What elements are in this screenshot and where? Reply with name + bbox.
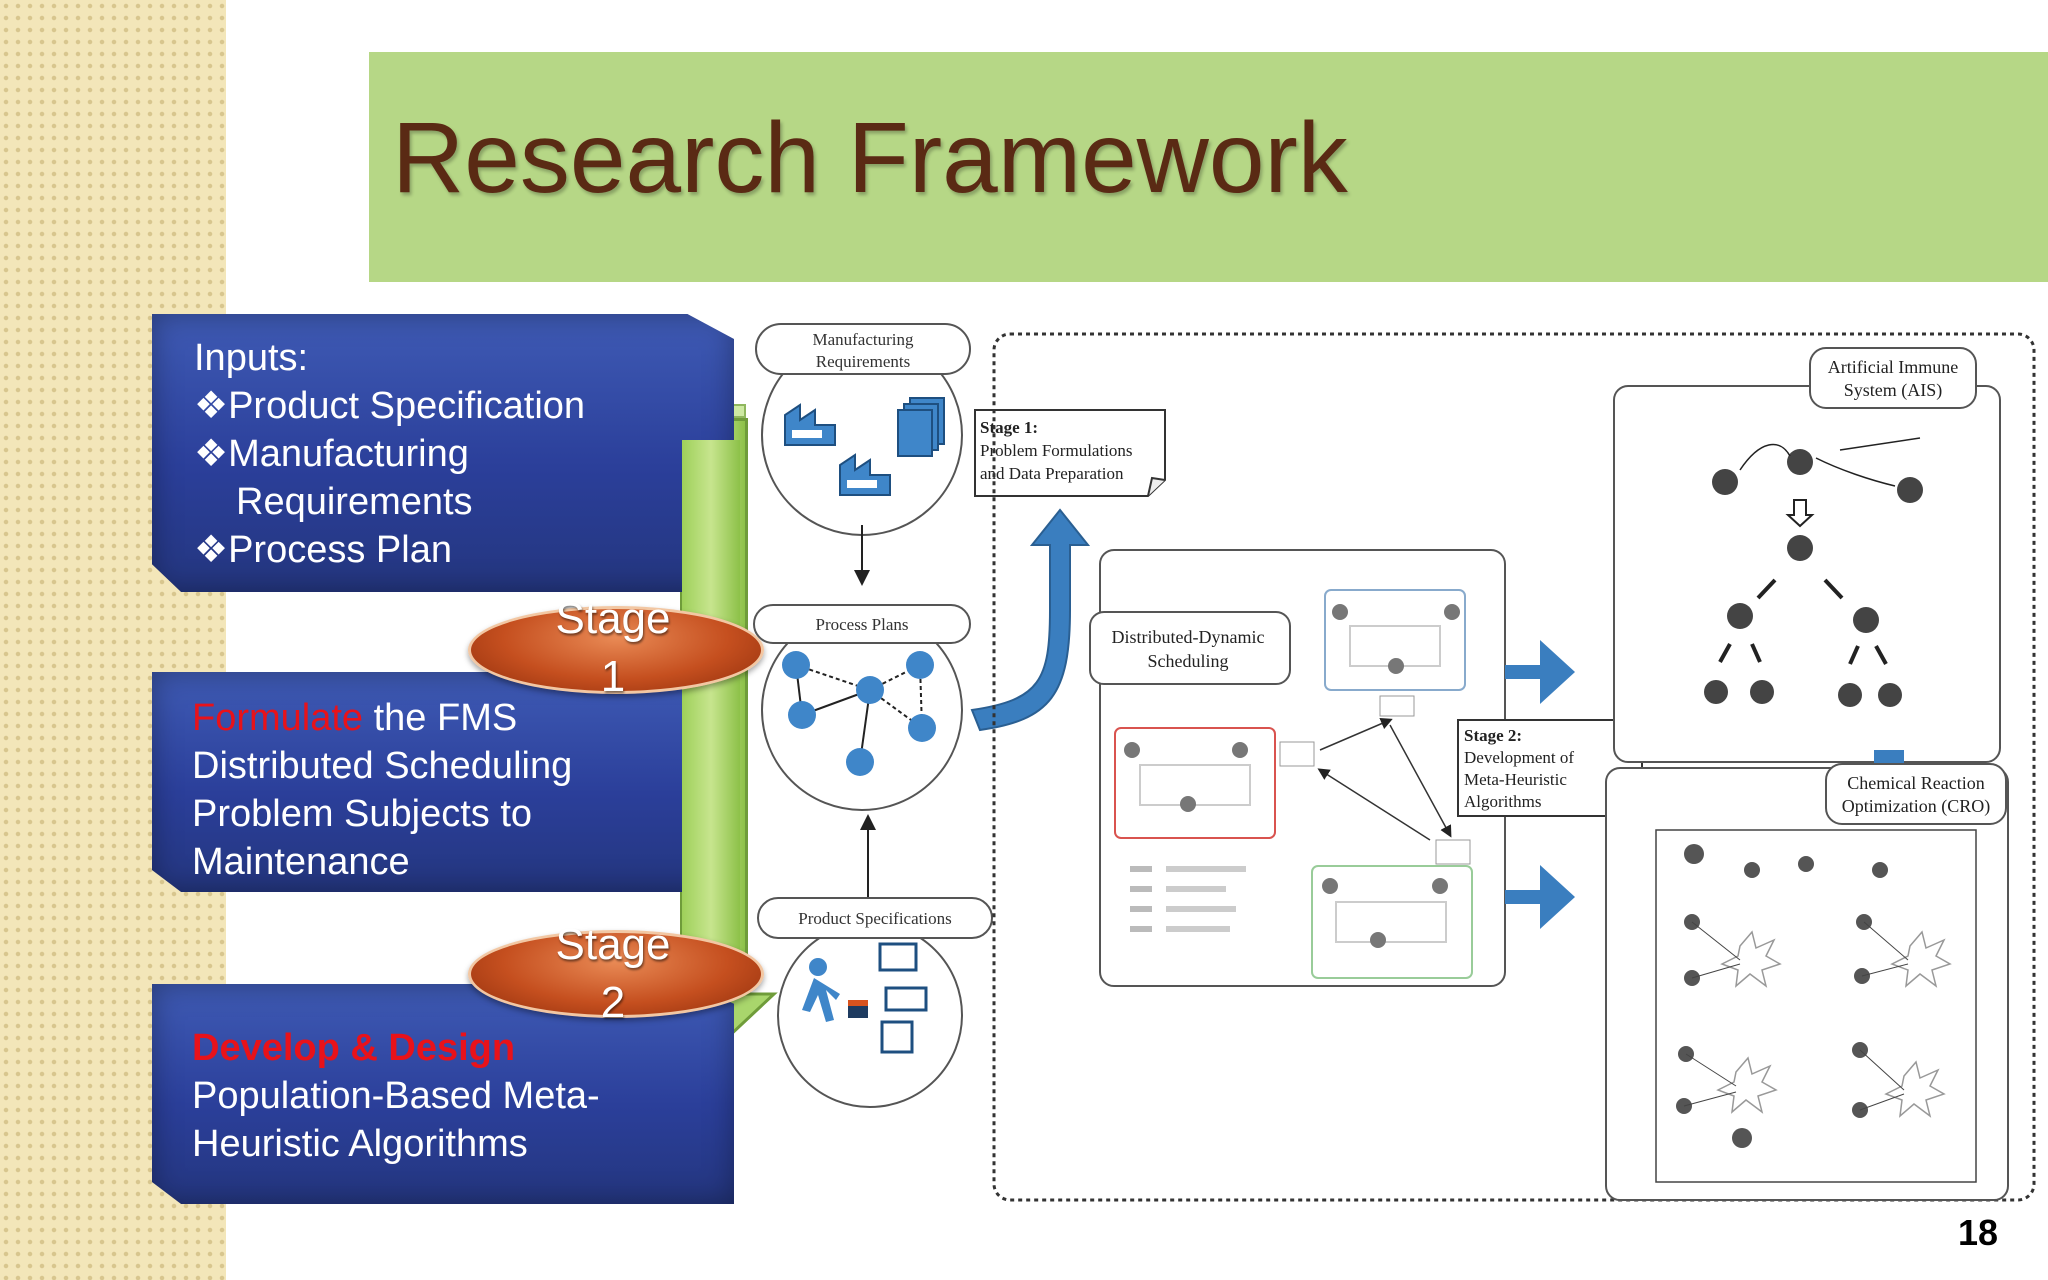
factory-icon: [839, 453, 891, 496]
stage2-callout-line: Algorithms: [1464, 792, 1541, 811]
stage2-callout: Stage 2: Development of Meta-Heuristic A…: [1457, 719, 1643, 817]
stage1-callout-line: and Data Preparation: [980, 464, 1124, 483]
product-specifications-node: Product Specifications: [757, 897, 993, 1108]
inputs-item-label: Manufacturing: [228, 433, 469, 475]
process-plans-node: Process Plans: [753, 604, 971, 811]
formulate-highlight: Formulate: [192, 697, 364, 739]
ais-panel: Artificial Immune System (AIS): [1613, 347, 2001, 763]
formulate-box: Formulate the FMS Distributed Scheduling…: [152, 672, 734, 892]
process-plans-label: Process Plans: [815, 615, 908, 634]
formulate-line-4: Maintenance: [192, 841, 410, 883]
slide-title: Research Framework: [392, 102, 1348, 214]
stage2-label: Stage 2: [468, 916, 758, 1032]
stage2-callout-line: Meta-Heuristic: [1464, 770, 1567, 789]
stage-progress-bar-front: [682, 440, 740, 986]
product-specifications-label: Product Specifications: [798, 909, 951, 928]
distributed-dynamic-label-1: Distributed-Dynamic: [1112, 627, 1265, 647]
stage1-word: Stage: [555, 594, 671, 643]
decorative-left-strip: [0, 0, 226, 1280]
stage1-callout-title: Stage 1:: [980, 418, 1038, 437]
ais-label-1: Artificial Immune: [1828, 357, 1958, 377]
right-arrow-to-cro: [1505, 865, 1575, 929]
cro-lines: [1683, 921, 1909, 1111]
documents-icon: [897, 397, 945, 457]
stage1-oval: [468, 606, 764, 694]
stage2-word: Stage: [555, 920, 671, 969]
cro-label-1: Chemical Reaction: [1847, 773, 1984, 793]
formulate-line-2: Distributed Scheduling: [192, 745, 573, 787]
inputs-item-process-plan: ❖Process Plan: [194, 529, 452, 571]
develop-line-3: Heuristic Algorithms: [192, 1123, 528, 1165]
stage2-number: 2: [600, 978, 626, 1027]
immune-cells-icon: [1704, 449, 1923, 707]
manufacturing-requirements-label-2: Requirements: [816, 352, 910, 371]
distributed-dynamic-label-2: Scheduling: [1148, 651, 1229, 671]
framework-diagram: Manufacturing Requirements Process Plans: [753, 323, 2036, 1202]
stage2-callout-line: Development of: [1464, 748, 1574, 767]
stage1-callout-line: Problem Formulations: [980, 441, 1133, 460]
inputs-item-label: Product Specification: [228, 385, 586, 427]
inputs-item-manufacturing: ❖Manufacturing: [194, 433, 469, 475]
inputs-heading: Inputs:: [194, 337, 309, 379]
stage2-callout-title: Stage 2:: [1464, 726, 1522, 745]
dashed-framework-border: [992, 332, 2036, 1202]
inputs-item-label: Process Plan: [228, 529, 452, 571]
formulate-line-3: Problem Subjects to: [192, 793, 533, 835]
factory-unit-bottom: [1311, 839, 1473, 979]
develop-highlight: Develop & Design: [192, 1027, 516, 1069]
develop-line-2: Population-Based Meta-: [192, 1075, 600, 1117]
collision-bursts: [1716, 930, 1952, 1118]
stage1-number: 1: [600, 652, 626, 701]
stage2-oval: [468, 930, 764, 1018]
factory-unit-top: [1324, 589, 1466, 717]
distributed-scheduling-panel: Distributed-Dynamic Scheduling: [1089, 549, 1506, 987]
formulate-line-1: Formulate the FMS: [192, 694, 517, 742]
ais-label-2: System (AIS): [1844, 380, 1943, 401]
cro-label-2: Optimization (CRO): [1842, 796, 1990, 817]
factory-icon: [784, 403, 836, 446]
worker-icon: [802, 958, 868, 1022]
devices-icon: [878, 942, 928, 1054]
scheduling-legend: [1130, 866, 1246, 932]
stage1-label: Stage 1: [468, 590, 758, 706]
inputs-item-requirements: Requirements: [236, 481, 473, 523]
inputs-box: Inputs: ❖Product Specification ❖Manufact…: [152, 314, 734, 592]
formulate-line-1-rest: the FMS: [363, 697, 518, 739]
page-number: 18: [1958, 1212, 1999, 1253]
right-arrow-to-ais: [1505, 640, 1575, 704]
factory-unit-left: [1114, 727, 1315, 839]
stage1-callout: Stage 1: Problem Formulations and Data P…: [974, 409, 1166, 497]
develop-box: Develop & Design Population-Based Meta- …: [152, 984, 734, 1204]
cro-panel: Chemical Reaction Optimization (CRO): [1605, 763, 2009, 1201]
inputs-item-product-spec: ❖Product Specification: [194, 385, 586, 427]
curved-up-arrow: [970, 508, 1091, 732]
title-bar: [369, 52, 2048, 282]
network-graph-icon: [782, 651, 936, 776]
manufacturing-requirements-node: Manufacturing Requirements: [755, 323, 971, 536]
manufacturing-requirements-label-1: Manufacturing: [812, 330, 914, 349]
molecules-icon: [1676, 844, 1888, 1148]
